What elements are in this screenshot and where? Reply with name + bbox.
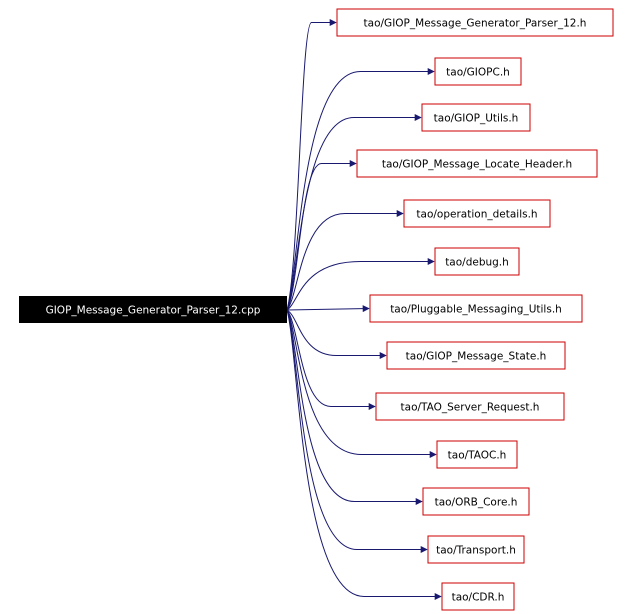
target-node-operation-details-h[interactable]: tao/operation_details.h xyxy=(403,199,551,228)
target-node-box xyxy=(441,582,515,611)
target-node-label: tao/GIOP_Message_Locate_Header.h xyxy=(382,159,572,171)
edge-to-operation-details-h xyxy=(286,210,404,311)
nodes: GIOP_Message_Generator_Parser_12.cpp tao… xyxy=(19,8,614,611)
edge-to-giop-utils-h xyxy=(286,114,422,311)
target-node-label: tao/TAOC.h xyxy=(448,450,507,462)
edge-to-tao-server-request-h xyxy=(286,309,376,410)
edge-to-giopc-h xyxy=(286,68,435,311)
target-node-box xyxy=(421,103,531,132)
target-node-label: tao/GIOPC.h xyxy=(446,67,510,79)
edges xyxy=(286,19,442,600)
target-node-label: tao/Transport.h xyxy=(436,545,516,557)
target-node-box xyxy=(434,57,522,86)
target-node-box xyxy=(386,341,566,370)
target-node-giop-message-locate-header-h[interactable]: tao/GIOP_Message_Locate_Header.h xyxy=(356,149,598,178)
target-node-transport-h[interactable]: tao/Transport.h xyxy=(427,535,525,564)
target-node-giop-message-state-h[interactable]: tao/GIOP_Message_State.h xyxy=(386,341,566,370)
target-node-label: tao/operation_details.h xyxy=(416,209,537,221)
source-node: GIOP_Message_Generator_Parser_12.cpp xyxy=(19,296,287,323)
target-node-label: tao/TAO_Server_Request.h xyxy=(401,402,540,414)
edge-to-giop-message-state-h xyxy=(286,309,387,359)
edge-to-giop-message-locate-header-h xyxy=(286,160,357,311)
target-node-box xyxy=(427,535,525,564)
target-node-giopc-h[interactable]: tao/GIOPC.h xyxy=(434,57,522,86)
target-node-taoc-h[interactable]: tao/TAOC.h xyxy=(436,440,518,469)
target-node-tao-server-request-h[interactable]: tao/TAO_Server_Request.h xyxy=(375,392,565,421)
target-node-debug-h[interactable]: tao/debug.h xyxy=(434,247,520,276)
target-node-label: tao/GIOP_Message_Generator_Parser_12.h xyxy=(364,18,587,30)
source-node-label: GIOP_Message_Generator_Parser_12.cpp xyxy=(46,305,261,317)
target-node-box xyxy=(356,149,598,178)
target-node-label: tao/CDR.h xyxy=(452,592,505,604)
target-node-box xyxy=(436,440,518,469)
target-node-giop-message-generator-parser-12-h[interactable]: tao/GIOP_Message_Generator_Parser_12.h xyxy=(336,8,614,37)
edge-to-giop-message-generator-parser-12-h xyxy=(286,19,337,311)
target-node-box xyxy=(336,8,614,37)
edge-to-pluggable-messaging-utils-h xyxy=(286,305,370,313)
source-node-box xyxy=(19,296,287,323)
target-node-pluggable-messaging-utils-h[interactable]: tao/Pluggable_Messaging_Utils.h xyxy=(369,294,583,323)
edge-to-orb-core-h xyxy=(286,309,423,505)
edge-to-cdr-h xyxy=(286,309,442,600)
edge-to-debug-h xyxy=(286,258,435,311)
target-node-label: tao/debug.h xyxy=(445,257,509,269)
target-node-label: tao/ORB_Core.h xyxy=(435,497,518,509)
target-node-label: tao/Pluggable_Messaging_Utils.h xyxy=(390,304,562,316)
target-node-label: tao/GIOP_Message_State.h xyxy=(406,351,547,363)
target-node-box xyxy=(375,392,565,421)
target-node-cdr-h[interactable]: tao/CDR.h xyxy=(441,582,515,611)
edge-to-transport-h xyxy=(286,309,428,553)
target-node-box xyxy=(369,294,583,323)
target-node-box xyxy=(422,487,530,516)
edge-to-taoc-h xyxy=(286,309,437,458)
target-node-orb-core-h[interactable]: tao/ORB_Core.h xyxy=(422,487,530,516)
target-node-box xyxy=(434,247,520,276)
target-node-box xyxy=(403,199,551,228)
target-node-label: tao/GIOP_Utils.h xyxy=(434,113,519,125)
target-node-giop-utils-h[interactable]: tao/GIOP_Utils.h xyxy=(421,103,531,132)
